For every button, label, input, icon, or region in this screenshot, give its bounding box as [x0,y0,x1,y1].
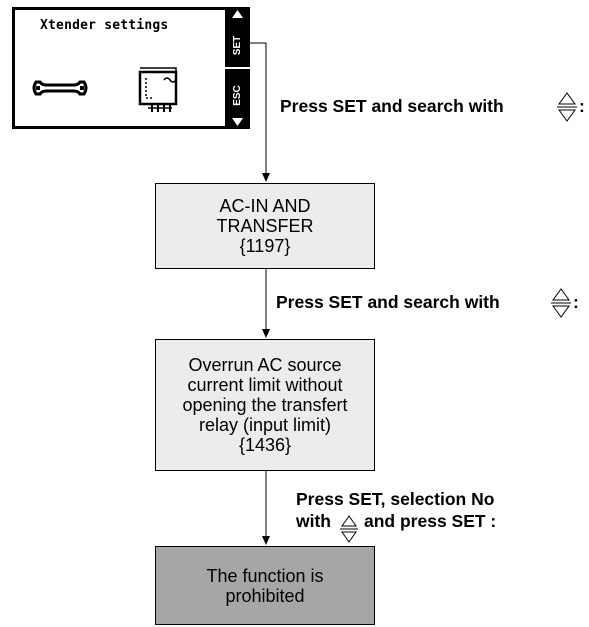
down-arrow-icon [232,118,243,126]
box-2-line-1: Overrun AC source [188,355,342,375]
instruction-2: Press SET and search with [276,292,500,312]
instruction-1-suffix: : [579,96,585,116]
box-3-line-2: prohibited [225,585,305,606]
box-function-prohibited: The function is prohibited [155,546,375,625]
box-ac-in-transfer: AC-IN AND TRANSFER {1197} [155,183,375,269]
box-2-line-2: current limit without [187,375,343,395]
updown-arrows-icon-1 [557,92,577,122]
box-2-parameter-id: {1436} [238,435,292,455]
box-1-line-2: TRANSFER [216,216,314,236]
instruction-3-line1: Press SET, selection No [296,489,495,509]
box-1-parameter-id: {1197} [239,236,291,256]
instruction-3-line2a: with [296,511,331,531]
box-2-line-3: opening the transfert [182,395,348,415]
updown-arrows-icon-2 [551,288,571,318]
xtender-display [12,7,250,129]
instruction-3-line2b: and press SET : [364,511,497,531]
box-1-line-1: AC-IN AND [219,196,311,216]
box-2-line-4: relay (input limit) [198,415,332,435]
up-arrow-icon [232,10,243,18]
updown-arrows-icon-3 [340,515,358,543]
instruction-1: Press SET and search with [280,96,504,116]
box-3-line-1: The function is [206,565,324,586]
instruction-2-suffix: : [573,292,579,312]
box-overrun-ac-source: Overrun AC source current limit without … [155,339,375,471]
display-side-strip: SET ESC [225,7,250,129]
display-title: Xtender settings [40,18,169,33]
